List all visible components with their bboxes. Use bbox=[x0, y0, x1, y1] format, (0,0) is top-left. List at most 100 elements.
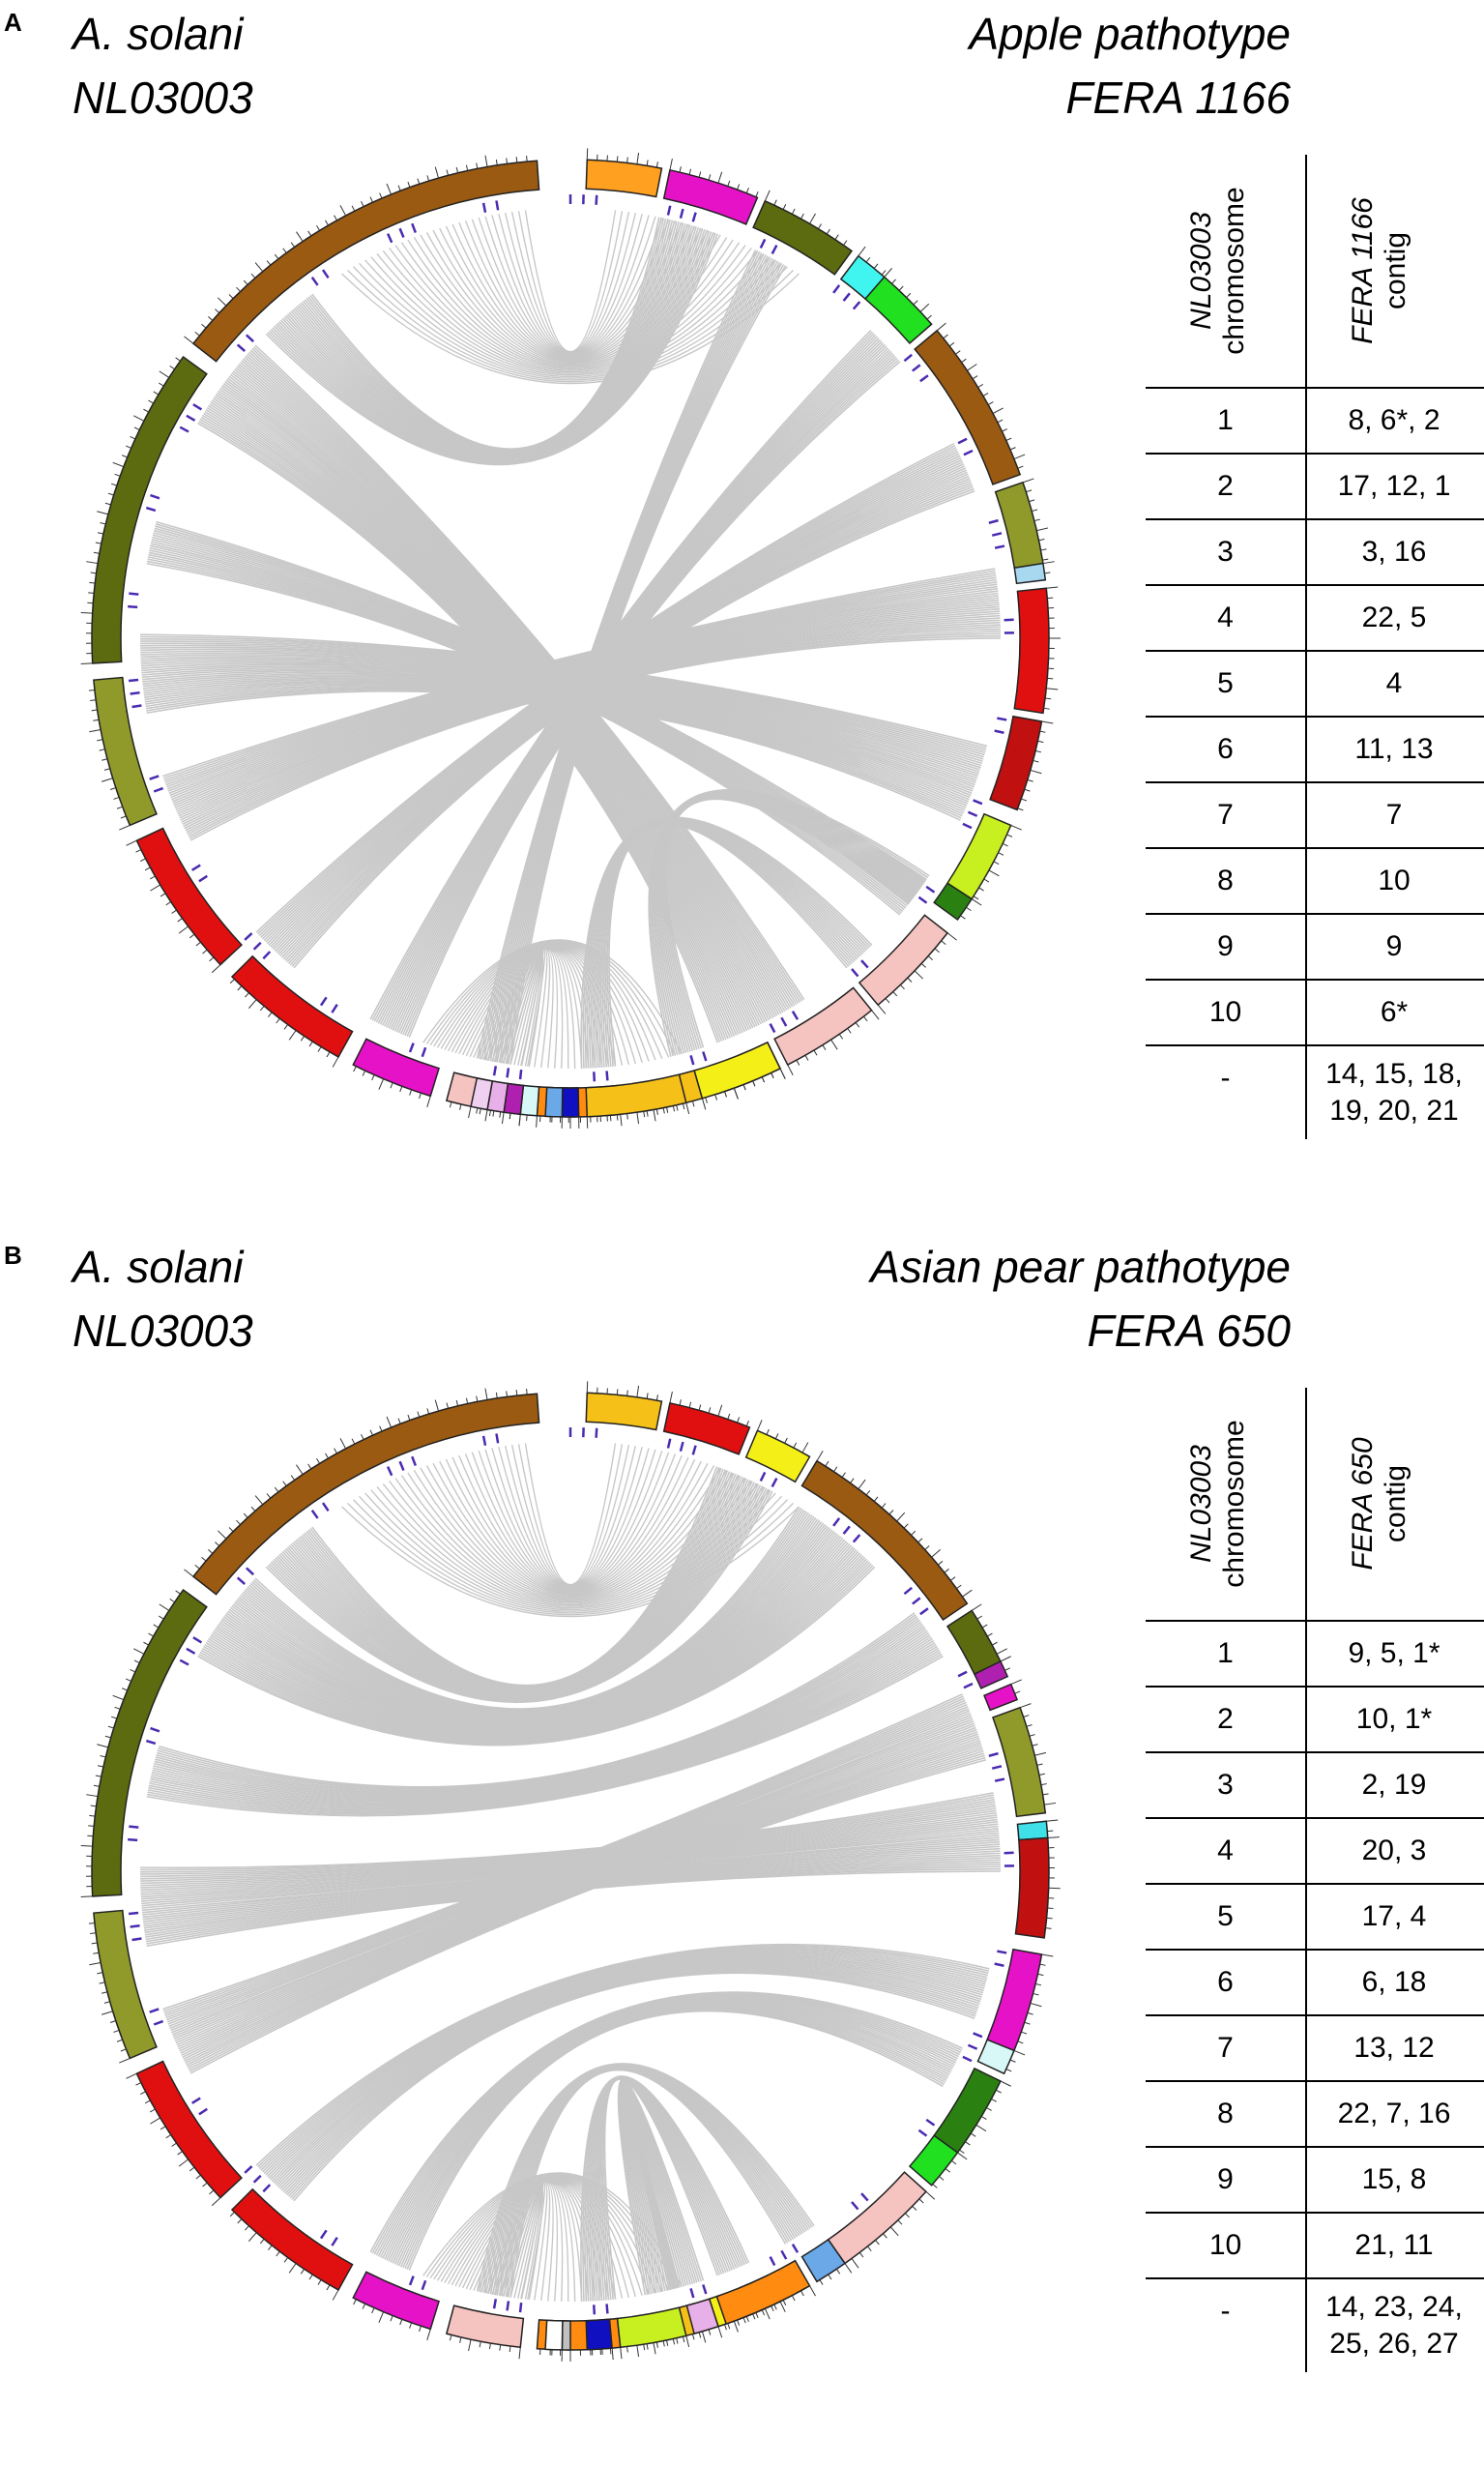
panel-letter: A bbox=[4, 8, 22, 37]
contig-segment bbox=[973, 1660, 1009, 1689]
chromosome-cell: 5 bbox=[1217, 1900, 1234, 1932]
contig-segment bbox=[1013, 587, 1050, 715]
chromosome-segment bbox=[91, 1588, 208, 1897]
chromosome-cell: 10 bbox=[1208, 2229, 1242, 2261]
contig-cell: 6, 18 bbox=[1305, 1951, 1481, 2014]
synteny-links bbox=[139, 210, 1002, 1069]
contig-segment bbox=[908, 2134, 959, 2187]
species-strain: NL03003 bbox=[73, 73, 253, 123]
species-label: A. solani NL03003 bbox=[73, 2, 253, 130]
feature-markers bbox=[128, 194, 1014, 1082]
contig-segment bbox=[544, 2319, 564, 2351]
contig-cell: 17, 4 bbox=[1305, 1885, 1481, 1949]
contig-cell: 14, 23, 24, 25, 26, 27 bbox=[1305, 2279, 1481, 2372]
table-row: 10 21, 11 bbox=[1146, 2214, 1484, 2279]
chromosome-cell: 6 bbox=[1217, 733, 1234, 765]
contig-segment bbox=[561, 2320, 571, 2351]
contig-cell: 10, 1* bbox=[1305, 1688, 1481, 1751]
circos-plot bbox=[80, 1381, 1061, 2362]
contig-segment bbox=[983, 1683, 1019, 1712]
chromosome-cell: 2 bbox=[1217, 1703, 1234, 1735]
contig-segment bbox=[991, 1706, 1047, 1818]
panel-letter: B bbox=[4, 1241, 22, 1270]
circos-plot bbox=[80, 148, 1061, 1129]
panel-a: A A. solani NL03003 Apple pathotype FERA… bbox=[4, 2, 1484, 1139]
species-name: A. solani bbox=[73, 1242, 244, 1292]
contig-segment bbox=[800, 2238, 846, 2283]
contig-cell: 10 bbox=[1305, 849, 1481, 913]
assembly-contigs bbox=[470, 148, 1061, 1129]
pathotype-strain: FERA 650 bbox=[1087, 1306, 1291, 1356]
contig-segment bbox=[662, 168, 759, 225]
contig-segment bbox=[994, 481, 1044, 570]
chromosome-segment bbox=[445, 2305, 525, 2349]
chromosome-cell: 4 bbox=[1217, 1835, 1234, 1866]
contig-cell: 13, 12 bbox=[1305, 2016, 1481, 2080]
contig-segment bbox=[544, 1086, 564, 1118]
contig-segment bbox=[585, 2318, 613, 2351]
chromosome-segment bbox=[135, 827, 243, 966]
chromosome-segment bbox=[352, 2271, 440, 2331]
contig-segment bbox=[989, 715, 1043, 811]
contig-segment bbox=[585, 1392, 663, 1431]
contig-segment bbox=[1014, 1836, 1050, 1939]
header-col1-italic: NL03003 bbox=[1185, 212, 1217, 330]
chromosome-cell: 3 bbox=[1217, 536, 1234, 568]
chromosome-cell: 9 bbox=[1217, 930, 1234, 962]
chromosome-cell: 4 bbox=[1217, 602, 1234, 633]
contig-segment bbox=[470, 1076, 494, 1111]
contig-cell: 21, 11 bbox=[1305, 2214, 1481, 2277]
chromosome-cell: 3 bbox=[1217, 1769, 1234, 1801]
chromosome-cell: - bbox=[1220, 2295, 1231, 2327]
contig-segment bbox=[800, 1459, 969, 1622]
reference-chromosomes bbox=[80, 1388, 786, 2362]
contig-cell: 9 bbox=[1305, 915, 1481, 979]
contig-segment bbox=[752, 199, 854, 276]
chromosome-cell: 7 bbox=[1217, 2032, 1234, 2064]
contig-segment bbox=[685, 2298, 719, 2335]
contig-segment bbox=[976, 2039, 1015, 2075]
chromosome-cell: 2 bbox=[1217, 470, 1234, 502]
contig-segment bbox=[827, 2171, 927, 2265]
contig-segment bbox=[616, 2306, 687, 2349]
contig-segment bbox=[773, 986, 873, 1067]
pathotype-name: Apple pathotype bbox=[969, 9, 1292, 59]
chromosome-segment bbox=[91, 355, 208, 664]
contig-cell: 17, 12, 1 bbox=[1305, 455, 1481, 518]
table-row: - 14, 23, 24, 25, 26, 27 bbox=[1146, 2279, 1484, 2372]
chromosome-cell: 10 bbox=[1208, 996, 1242, 1028]
contig-segment bbox=[585, 159, 663, 198]
pathotype-label: Apple pathotype FERA 1166 bbox=[970, 2, 1292, 130]
contig-cell: 3, 16 bbox=[1305, 520, 1481, 584]
chromosome-cell: 5 bbox=[1217, 667, 1234, 699]
chromosome-cell: 1 bbox=[1217, 1637, 1234, 1669]
contig-cell: 2, 19 bbox=[1305, 1753, 1481, 1817]
chromosome-cell: 7 bbox=[1217, 799, 1234, 831]
contig-segment bbox=[1013, 562, 1047, 585]
assembly-contigs bbox=[544, 1381, 1061, 2362]
contig-cell: 20, 3 bbox=[1305, 1819, 1481, 1883]
header-col2-italic: FERA 1166 bbox=[1347, 197, 1379, 344]
chromosome-segment bbox=[352, 1038, 440, 1098]
chromosome-cell: 8 bbox=[1217, 2098, 1234, 2129]
chromosome-cell: 9 bbox=[1217, 2163, 1234, 2195]
chromosome-cell: 1 bbox=[1217, 404, 1234, 436]
contig-segment bbox=[864, 276, 933, 344]
synteny-links bbox=[139, 1443, 1002, 2302]
contig-cell: 15, 8 bbox=[1305, 2148, 1481, 2212]
header-col1-italic: NL03003 bbox=[1185, 1445, 1217, 1563]
table-row: 3 2, 19 bbox=[1146, 1753, 1484, 1819]
contig-segment bbox=[662, 1401, 751, 1455]
contig-segment bbox=[946, 812, 1012, 900]
